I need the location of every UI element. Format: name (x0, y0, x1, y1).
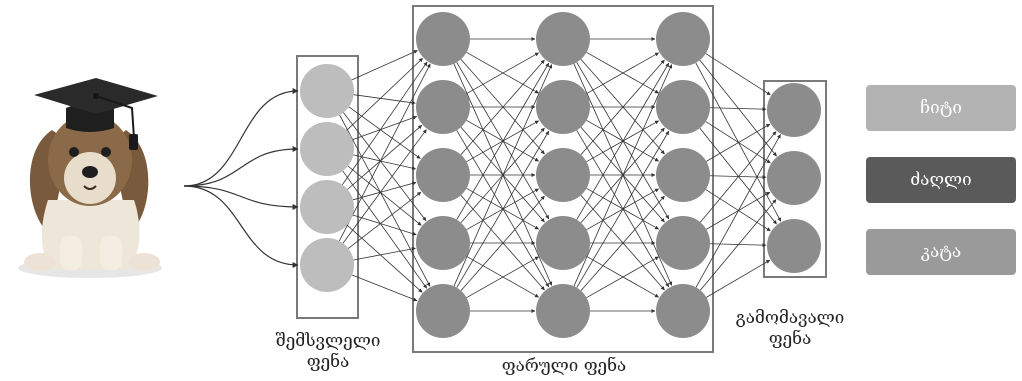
input-neuron (300, 64, 354, 118)
connection-line (348, 106, 421, 159)
connection-line (352, 181, 417, 201)
connection-line (342, 170, 428, 289)
connection-line (699, 131, 777, 223)
connection-line (460, 59, 545, 156)
hidden-neuron (416, 12, 470, 66)
connection-line (706, 259, 771, 298)
input-neuron (300, 238, 354, 292)
connection-line (352, 115, 418, 141)
connection-line (347, 124, 423, 190)
connection-line (352, 214, 417, 236)
hidden-layer-caption: ფარული ფენა (484, 356, 644, 377)
input-layer-frame (296, 55, 359, 319)
connection-line (353, 154, 417, 171)
connection-line (353, 246, 416, 261)
connection-line (353, 94, 416, 105)
hidden-neuron (656, 80, 710, 134)
connection-line (339, 114, 431, 287)
hidden-neuron (416, 284, 470, 338)
connection-line (351, 50, 418, 81)
connection-line (338, 63, 431, 242)
connection-line (466, 256, 539, 299)
hidden-neuron (416, 216, 470, 270)
connection-line (573, 64, 673, 287)
connection-line (342, 61, 428, 186)
connection-line (453, 64, 553, 287)
connection-line (705, 121, 771, 164)
connection-line (576, 130, 670, 288)
connection-line (586, 187, 659, 230)
hidden-neuron (536, 284, 590, 338)
puppy-image (18, 78, 162, 278)
input-layer-caption-line2: ფენა (306, 352, 350, 372)
input-layer-caption: შემსვლელი ფენა (262, 331, 394, 373)
input-arrow (183, 146, 299, 187)
connection-line (580, 59, 665, 156)
connection-line (586, 255, 659, 298)
hidden-neuron (416, 148, 470, 202)
output-layer-caption-line2: ფენა (768, 329, 812, 349)
connection-line (466, 187, 539, 230)
hidden-neuron (656, 284, 710, 338)
connection-line (456, 62, 550, 220)
connection-line (576, 62, 670, 220)
connection-line (466, 52, 539, 95)
connection-line (342, 129, 427, 244)
connection-line (343, 112, 427, 222)
connection-line (346, 224, 423, 293)
connection-line (466, 51, 539, 94)
input-arrow (183, 185, 299, 210)
connection-line (586, 51, 659, 94)
input-neuron (300, 122, 354, 176)
connection-line (466, 255, 539, 298)
input-layer-caption-line1: შემსვლელი (275, 331, 381, 351)
output-neuron (767, 83, 821, 137)
hidden-neuron (656, 216, 710, 270)
hidden-neuron (536, 12, 590, 66)
hidden-neuron (656, 12, 710, 66)
class-label-cat: კატა (866, 229, 1016, 275)
output-neuron (767, 151, 821, 205)
input-neuron (300, 180, 354, 234)
connection-line (348, 191, 422, 249)
connection-line (705, 53, 771, 96)
connection-line (586, 256, 659, 299)
connection-line (580, 195, 665, 292)
hidden-neuron (536, 216, 590, 270)
class-label-bird: ჩიტი (866, 85, 1016, 131)
connection-line (586, 119, 659, 162)
connection-line (466, 119, 539, 162)
class-label-dog: ძაღლი (866, 157, 1016, 203)
hidden-layer-frame (412, 5, 714, 353)
input-arrow (183, 185, 299, 268)
connection-line (456, 130, 550, 288)
hidden-layer-caption-text: ფარული ფენა (501, 356, 627, 376)
hidden-neuron (416, 80, 470, 134)
connection-line (699, 199, 777, 291)
hidden-neuron (536, 80, 590, 134)
connection-line (347, 165, 422, 226)
hidden-neuron (656, 148, 710, 202)
connection-line (586, 52, 659, 95)
connection-line (709, 107, 767, 112)
output-neuron (767, 219, 821, 273)
connection-line (460, 195, 545, 292)
connection-line (705, 189, 771, 232)
connection-line (706, 123, 771, 162)
connection-line (346, 57, 423, 131)
input-arrow (183, 88, 299, 187)
hidden-neuron (536, 148, 590, 202)
connection-line (351, 274, 418, 302)
output-layer-caption-line1: გამომავალი (735, 308, 845, 328)
output-layer-caption: გამომავალი ფენა (720, 308, 860, 350)
connection-line (695, 134, 781, 288)
